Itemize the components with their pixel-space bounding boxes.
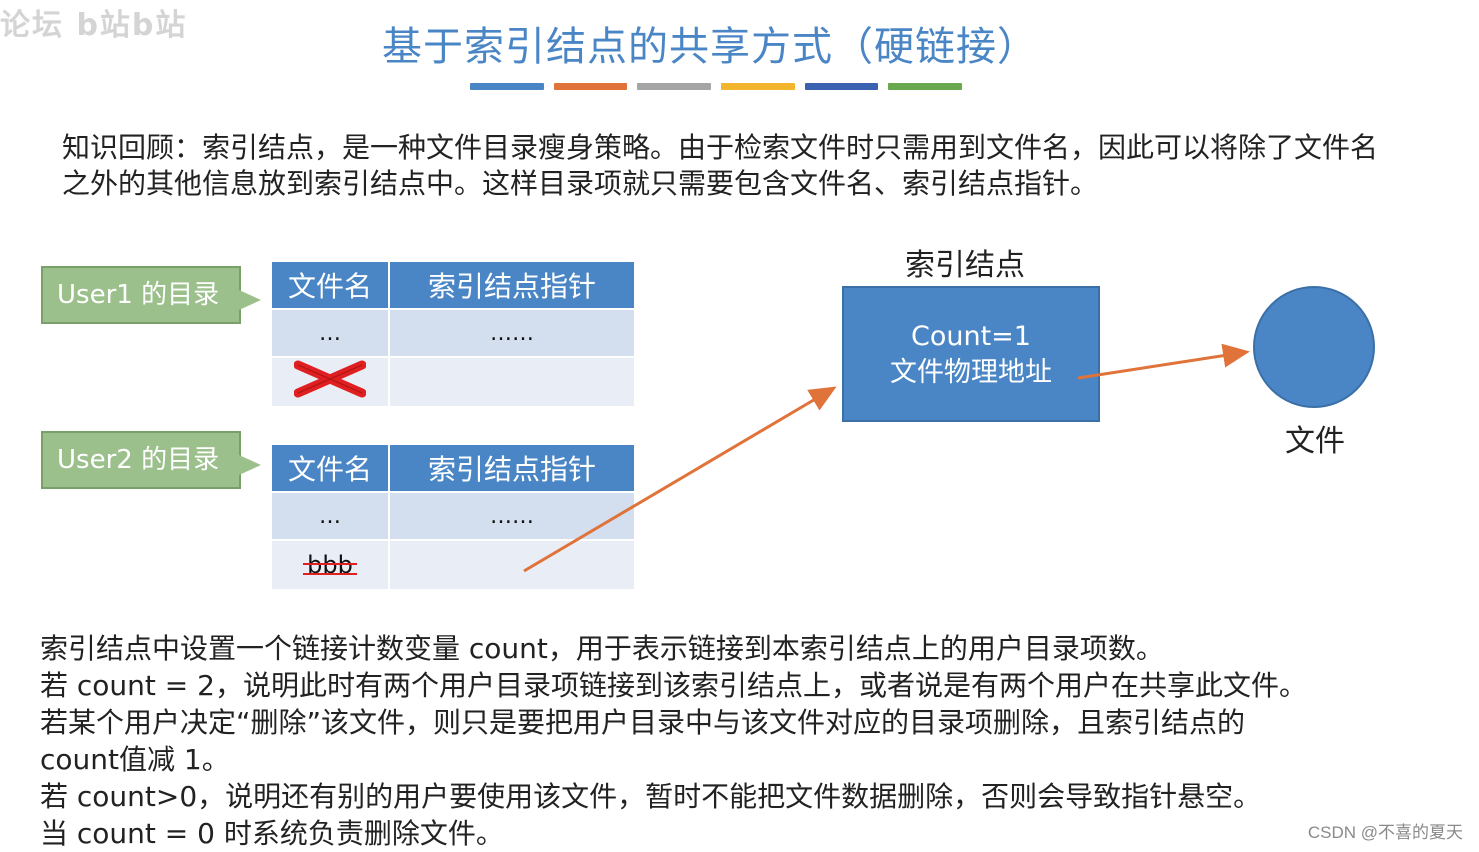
header-filename: 文件名 (272, 262, 388, 308)
cell-filename-bbb: bbb (272, 541, 388, 589)
file-circle (1253, 286, 1375, 408)
header-filename: 文件名 (272, 445, 388, 491)
delete-x-icon (293, 360, 367, 398)
cell-pointer (390, 541, 634, 589)
inode-count: Count=1 (911, 321, 1031, 352)
cell-filename: … (272, 310, 388, 356)
explanation-line: 若 count = 2，说明此时有两个用户目录项链接到该索引结点上，或者说是有两… (40, 669, 1307, 702)
table-row: bbb (272, 541, 634, 589)
cell-filename: … (272, 493, 388, 539)
cell-pointer-empty (390, 358, 634, 406)
inode-label: 索引结点 (905, 248, 1025, 283)
user1-callout: User1 的目录 (41, 266, 261, 324)
inode-box: Count=1 文件物理地址 (842, 286, 1100, 422)
intro-text: 知识回顾：索引结点，是一种文件目录瘦身策略。由于检索文件时只需用到文件名，因此可… (62, 131, 1379, 200)
table-header-row: 文件名 索引结点指针 (272, 445, 634, 491)
user2-callout: User2 的目录 (41, 431, 261, 489)
inode-address: 文件物理地址 (890, 357, 1052, 388)
color-segment (470, 83, 544, 90)
color-segment (804, 83, 879, 90)
table-header-row: 文件名 索引结点指针 (272, 262, 634, 308)
explanation-line: 索引结点中设置一个链接计数变量 count，用于表示链接到本索引结点上的用户目录… (40, 632, 1164, 665)
header-inode-pointer: 索引结点指针 (390, 262, 634, 308)
explanation-text: 索引结点中设置一个链接计数变量 count，用于表示链接到本索引结点上的用户目录… (40, 630, 1440, 852)
color-segment (888, 83, 963, 90)
watermark-top: 论坛 b站b站 (0, 8, 188, 43)
explanation-line: 当 count = 0 时系统负责删除文件。 (40, 817, 504, 850)
table-row: … …… (272, 493, 634, 539)
user2-directory-table: 文件名 索引结点指针 … …… bbb (270, 443, 636, 591)
cell-pointer: …… (390, 310, 634, 356)
table-row (272, 358, 634, 406)
pointer-arrow-to-file (1077, 343, 1250, 380)
explanation-line: 若 count>0，说明还有别的用户要使用该文件，暂时不能把文件数据删除，否则会… (40, 780, 1262, 813)
color-segment (637, 83, 712, 90)
color-segment (553, 83, 628, 90)
table-row: … …… (272, 310, 634, 356)
explanation-line: count值减 1。 (40, 743, 230, 776)
color-segment (721, 83, 795, 90)
slide-title: 基于索引结点的共享方式（硬链接） (382, 24, 1038, 70)
watermark: CSDN @不喜的夏天 (1307, 823, 1463, 842)
explanation-line: 若某个用户决定“删除”该文件，则只是要把用户目录中与该文件对应的目录项删除，且索… (40, 706, 1246, 739)
header-inode-pointer: 索引结点指针 (390, 445, 634, 491)
cell-pointer: …… (390, 493, 634, 539)
user1-directory-table: 文件名 索引结点指针 … …… (270, 260, 636, 408)
struck-filename: bbb (303, 551, 357, 579)
title-color-bar (470, 83, 963, 90)
file-label: 文件 (1285, 424, 1345, 459)
cell-deleted-entry (272, 358, 388, 406)
